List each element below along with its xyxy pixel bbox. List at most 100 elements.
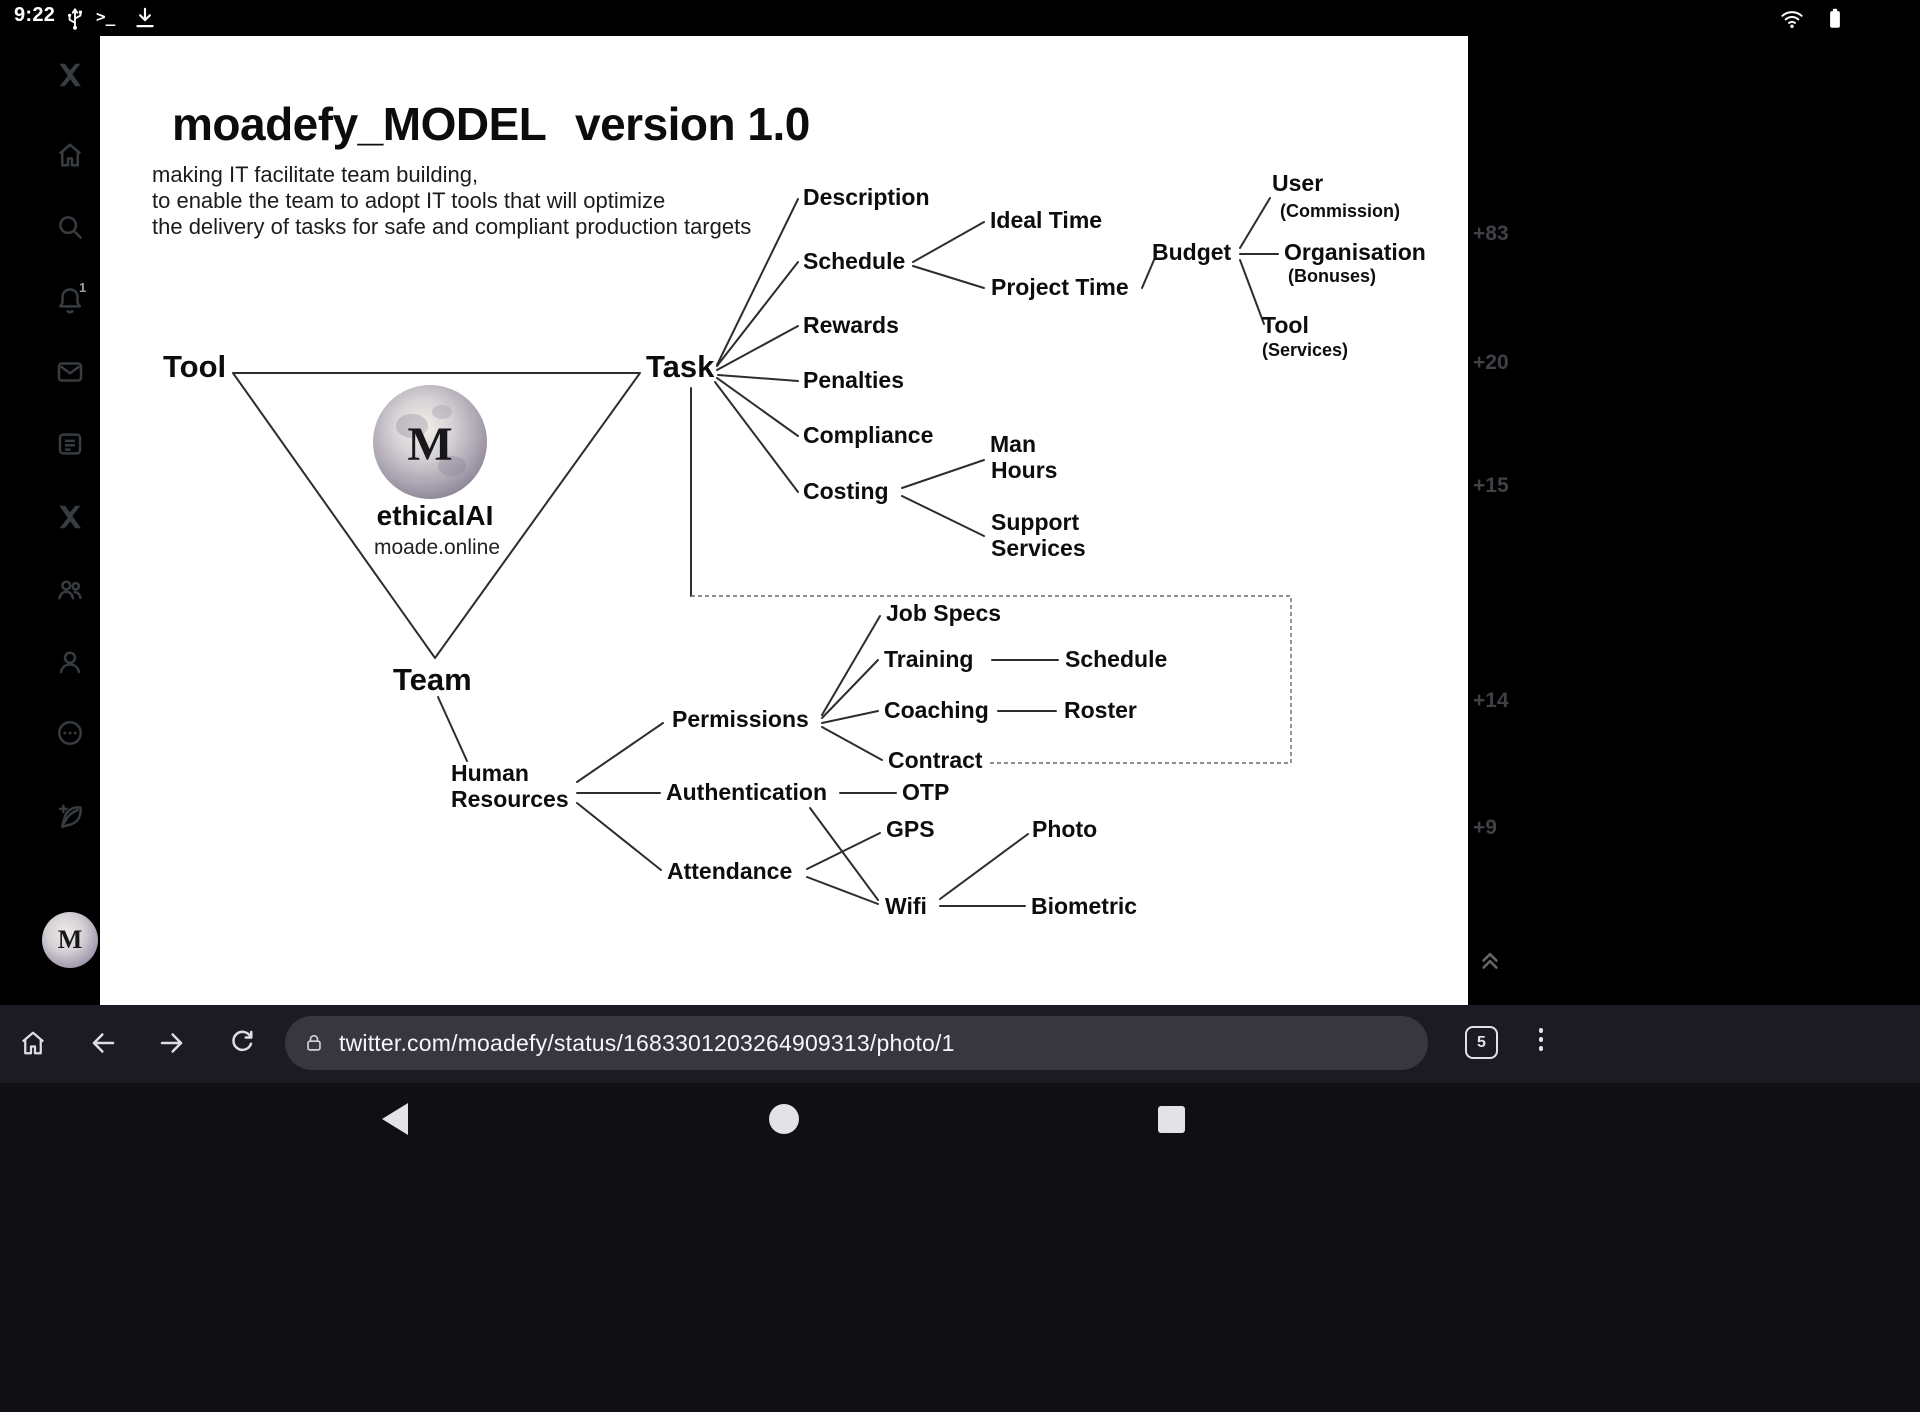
scroll-to-top-icon[interactable]: [1476, 946, 1504, 974]
node-tool-services-sub: (Services): [1262, 340, 1348, 360]
account-avatar[interactable]: M: [42, 912, 98, 968]
ethicalai-logo: M: [373, 385, 487, 499]
sidebar-item-messages[interactable]: [55, 357, 85, 387]
node-costing: Costing: [803, 478, 889, 504]
node-tool: Tool: [163, 349, 226, 384]
subtitle-line-1: making IT facilitate team building,: [152, 162, 478, 187]
photo-title-version: version 1.0: [575, 98, 810, 150]
lock-icon: [303, 1032, 325, 1054]
clock: 9:22: [14, 4, 55, 27]
node-support-services-2: Services: [991, 535, 1086, 561]
sidebar-item-lists[interactable]: [55, 429, 85, 459]
system-nav-bar: [0, 1083, 1920, 1412]
terminal-icon: >_: [96, 7, 115, 26]
node-authentication: Authentication: [666, 779, 827, 805]
node-attendance: Attendance: [667, 858, 792, 884]
node-team: Team: [393, 662, 472, 697]
avatar-monogram: M: [58, 925, 83, 955]
battery-icon: [1822, 5, 1848, 31]
download-icon: [132, 5, 158, 31]
refresh-button[interactable]: [227, 1028, 257, 1058]
nav-back-button[interactable]: [382, 1103, 408, 1135]
node-man-hours-2: Hours: [991, 457, 1057, 483]
sidebar-item-notifications[interactable]: [55, 285, 85, 315]
sidebar-item-more[interactable]: [55, 718, 85, 748]
url-bar[interactable]: twitter.com/moadefy/status/1683301203264…: [285, 1016, 1428, 1070]
node-otp: OTP: [902, 779, 949, 805]
photo-title-main: moadefy_MODEL: [172, 98, 546, 150]
search-icon: [55, 212, 85, 242]
node-penalties: Penalties: [803, 367, 904, 393]
node-human-resources-1: Human: [451, 760, 529, 786]
profile-icon: [55, 647, 85, 677]
model-diagram: M moadefy_MODEL version 1.0 making IT fa…: [100, 36, 1468, 1005]
right-rail: [1468, 36, 1920, 1005]
node-gps: GPS: [886, 816, 935, 842]
subtitle-line-2: to enable the team to adopt IT tools tha…: [152, 188, 665, 213]
sidebar-item-compose[interactable]: [55, 802, 85, 832]
node-organisation: Organisation: [1284, 239, 1426, 265]
node-schedule-hr: Schedule: [1065, 646, 1167, 672]
nav-home-button[interactable]: [769, 1104, 799, 1134]
x-logo-icon: [55, 502, 85, 532]
sidebar-item-search[interactable]: [55, 212, 85, 242]
node-biometric: Biometric: [1031, 893, 1137, 919]
node-user-sub: (Commission): [1280, 201, 1400, 221]
node-user: User: [1272, 170, 1323, 196]
rail-count: +9: [1473, 816, 1497, 840]
rail-count: +15: [1473, 474, 1509, 498]
logo-brand: ethicalAI: [377, 500, 494, 531]
url-text: twitter.com/moadefy/status/1683301203264…: [339, 1030, 955, 1057]
forward-button[interactable]: [157, 1028, 187, 1058]
lists-icon: [55, 429, 85, 459]
node-organisation-sub: (Bonuses): [1288, 266, 1376, 286]
usb-icon: [62, 5, 88, 31]
node-support-services-1: Support: [991, 509, 1079, 535]
node-man-hours-1: Man: [990, 431, 1036, 457]
tab-count: 5: [1477, 1034, 1486, 1052]
sidebar-item-premium[interactable]: [55, 502, 85, 532]
more-circle-icon: [55, 718, 85, 748]
node-contract: Contract: [888, 747, 983, 773]
node-wifi: Wifi: [885, 893, 927, 919]
node-permissions: Permissions: [672, 706, 809, 732]
node-rewards: Rewards: [803, 312, 899, 338]
wifi-icon: [1780, 7, 1804, 31]
node-compliance: Compliance: [803, 422, 933, 448]
node-human-resources-2: Resources: [451, 786, 569, 812]
node-schedule: Schedule: [803, 248, 905, 274]
tab-counter-button[interactable]: 5: [1465, 1026, 1498, 1059]
rail-count: +83: [1473, 222, 1509, 246]
back-button[interactable]: [88, 1028, 118, 1058]
logo-site: moade.online: [374, 536, 500, 559]
node-job-specs: Job Specs: [886, 600, 1001, 626]
tweet-photo[interactable]: M moadefy_MODEL version 1.0 making IT fa…: [100, 36, 1468, 1005]
sidebar-item-home[interactable]: [55, 140, 85, 170]
node-coaching: Coaching: [884, 697, 989, 723]
browser-menu-button[interactable]: [1536, 1028, 1546, 1051]
logo-monogram: M: [407, 418, 452, 471]
sidebar-item-profile[interactable]: [55, 647, 85, 677]
subtitle-line-3: the delivery of tasks for safe and compl…: [152, 214, 751, 239]
sidebar-item-x-logo[interactable]: [55, 60, 85, 90]
bell-icon: [55, 285, 85, 315]
node-description: Description: [803, 184, 930, 210]
node-tool-services: Tool: [1262, 312, 1309, 338]
node-photo: Photo: [1032, 816, 1097, 842]
home-icon: [55, 140, 85, 170]
node-roster: Roster: [1064, 697, 1137, 723]
communities-icon: [55, 574, 85, 604]
node-ideal-time: Ideal Time: [990, 207, 1102, 233]
x-logo-icon: [55, 60, 85, 90]
rail-count: +20: [1473, 351, 1509, 375]
nav-recents-button[interactable]: [1158, 1106, 1185, 1133]
node-project-time: Project Time: [991, 274, 1129, 300]
left-sidebar: [0, 36, 100, 1005]
status-bar: 9:22 >_: [0, 0, 1920, 36]
node-task: Task: [646, 349, 715, 384]
browser-home-button[interactable]: [18, 1028, 48, 1058]
node-budget: Budget: [1152, 239, 1232, 265]
node-training: Training: [884, 646, 973, 672]
sidebar-item-communities[interactable]: [55, 574, 85, 604]
mail-icon: [55, 357, 85, 387]
